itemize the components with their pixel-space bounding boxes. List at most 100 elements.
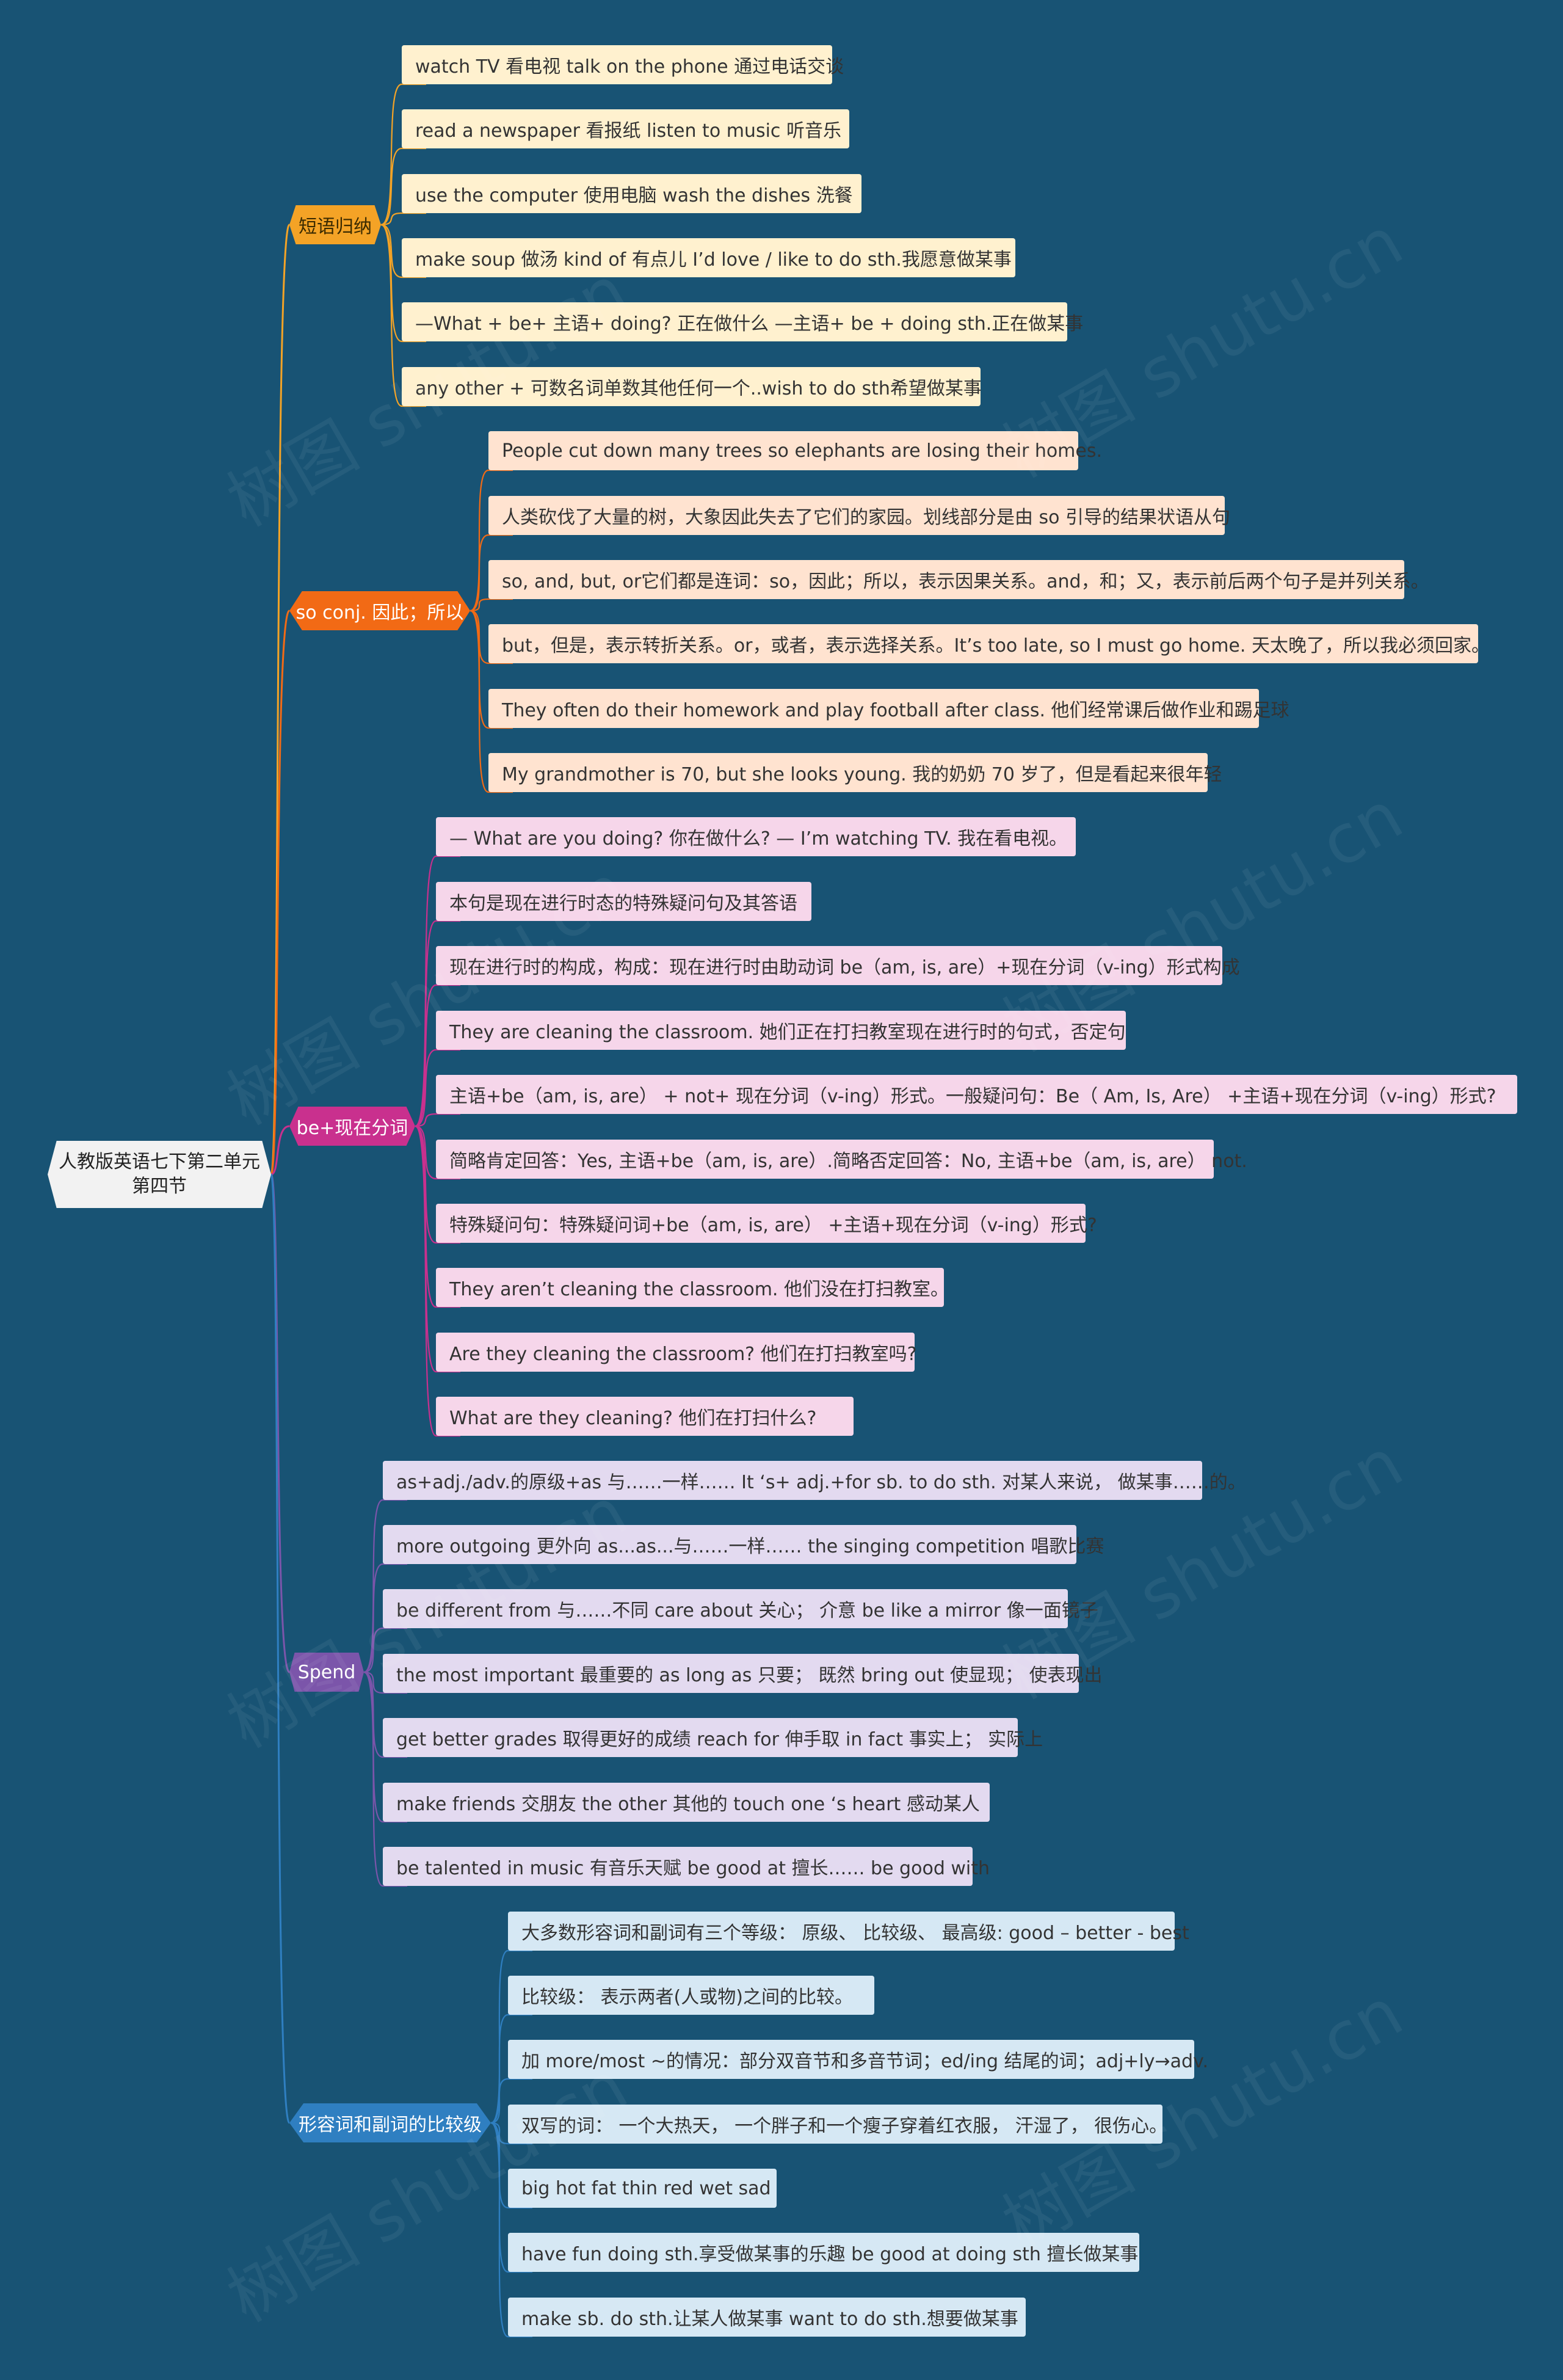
leaf-connector: [415, 1125, 460, 1437]
leaf-connector: [470, 598, 513, 612]
leaf-text: so, and, but, or它们都是连词：so，因此；所以，表示因果关系。a…: [502, 571, 1429, 592]
leaf-text: more outgoing 更外向 as...as...与……一样…… the …: [396, 1536, 1104, 1557]
leaf-node[interactable]: big hot fat thin red wet sad: [508, 2169, 777, 2208]
leaf-node[interactable]: but，但是，表示转折关系。or，或者，表示选择关系。It’s too late…: [488, 624, 1490, 663]
leaf-node[interactable]: as+adj./adv.的原级+as 与……一样…… It ‘s+ adj.+f…: [383, 1461, 1246, 1500]
leaf-node[interactable]: get better grades 取得更好的成绩 reach for 伸手取 …: [383, 1718, 1043, 1757]
leaf-connector: [380, 83, 426, 226]
leaf-text: They are cleaning the classroom. 她们正在打扫教…: [449, 1022, 1126, 1043]
leaf-node[interactable]: be different from 与……不同 care about 关心； 介…: [383, 1589, 1098, 1628]
leaf-connector: [363, 1563, 407, 1673]
root-title-line1: 人教版英语七下第二单元: [59, 1151, 260, 1173]
branch-node-2[interactable]: so conj. 因此；所以: [289, 591, 470, 630]
leaf-node[interactable]: 大多数形容词和副词有三个等级： 原级、 比较级、 最高级: good – bet…: [508, 1912, 1189, 1951]
leaf-node[interactable]: make soup 做汤 kind of 有点儿 I’d love / like…: [402, 238, 1015, 277]
leaf-text: They aren’t cleaning the classroom. 他们没在…: [449, 1279, 949, 1300]
leaf-text: 人类砍伐了大量的树，大象因此失去了它们的家园。划线部分是由 so 引导的结果状语…: [502, 507, 1231, 528]
leaf-node[interactable]: They aren’t cleaning the classroom. 他们没在…: [436, 1268, 949, 1307]
leaf-text: 比较级： 表示两者(人或物)之间的比较。: [521, 1987, 853, 2008]
leaf-text: be talented in music 有音乐天赋 be good at 擅长…: [396, 1858, 990, 1879]
branch-node-1[interactable]: 短语归纳: [289, 205, 381, 244]
leaf-node[interactable]: What are they cleaning? 他们在打扫什么?: [436, 1397, 854, 1436]
leaf-node[interactable]: any other + 可数名词单数其他任何一个..wish to do sth…: [402, 367, 982, 406]
leaf-node[interactable]: have fun doing sth.享受做某事的乐趣 be good at d…: [508, 2233, 1139, 2272]
leaf-node[interactable]: 比较级： 表示两者(人或物)之间的比较。: [508, 1976, 874, 2015]
leaf-node[interactable]: more outgoing 更外向 as...as...与……一样…… the …: [383, 1525, 1104, 1564]
leaf-connector: [380, 212, 426, 226]
branch-label: be+现在分词: [296, 1118, 408, 1139]
leaf-node[interactable]: 现在进行时的构成，构成：现在进行时由助动词 be（am, is, are）+现在…: [436, 946, 1240, 985]
leaf-node[interactable]: 加 more/most ~的情况：部分双音节和多音节词；ed/ing 结尾的词；…: [508, 2040, 1208, 2079]
leaf-connector: [415, 1113, 460, 1127]
leaf-node[interactable]: People cut down many trees so elephants …: [488, 431, 1102, 470]
leaf-text: 双写的词： 一个大热天， 一个胖子和一个瘦子穿着红衣服， 汗湿了， 很伤心。: [521, 2116, 1168, 2137]
leaf-text: People cut down many trees so elephants …: [502, 440, 1103, 462]
branch-label: 形容词和副词的比较级: [299, 2114, 482, 2136]
leaf-connector: [415, 920, 460, 1127]
leaf-connector: [490, 2078, 532, 2124]
leaf-node[interactable]: They are cleaning the classroom. 她们正在打扫教…: [436, 1011, 1126, 1050]
leaf-node[interactable]: They often do their homework and play fo…: [488, 689, 1289, 728]
leaf-node[interactable]: — What are you doing? 你在做什么? — I’m watch…: [436, 817, 1076, 856]
leaf-text: make soup 做汤 kind of 有点儿 I’d love / like…: [415, 249, 1012, 271]
leaf-node[interactable]: 人类砍伐了大量的树，大象因此失去了它们的家园。划线部分是由 so 引导的结果状语…: [488, 496, 1230, 535]
branch-node-5[interactable]: 形容词和副词的比较级: [289, 2103, 491, 2142]
leaf-connector: [363, 1627, 407, 1673]
leaf-connector: [363, 1671, 407, 1694]
leaf-text: any other + 可数名词单数其他任何一个..wish to do sth…: [415, 378, 982, 399]
leaf-connector: [380, 224, 426, 407]
leaf-node[interactable]: My grandmother is 70, but she looks youn…: [488, 753, 1222, 792]
root-title-line2: 第四节: [132, 1176, 187, 1197]
leaf-connector: [490, 1949, 532, 2124]
leaf-text: but，但是，表示转折关系。or，或者，表示选择关系。It’s too late…: [502, 635, 1490, 657]
leaf-text: 简略肯定回答：Yes, 主语+be（am, is, are）.简略否定回答：No…: [449, 1151, 1247, 1172]
leaf-node[interactable]: be talented in music 有音乐天赋 be good at 擅长…: [383, 1847, 990, 1886]
leaf-text: 加 more/most ~的情况：部分双音节和多音节词；ed/ing 结尾的词；…: [521, 2051, 1209, 2072]
leaf-text: big hot fat thin red wet sad: [521, 2177, 771, 2199]
branch-label: so conj. 因此；所以: [296, 602, 464, 624]
leaf-connector: [380, 147, 426, 226]
leaf-node[interactable]: Are they cleaning the classroom? 他们在打扫教室…: [436, 1333, 917, 1372]
branch-connector: [270, 1125, 290, 1176]
leaf-node[interactable]: watch TV 看电视 talk on the phone 通过电话交谈: [402, 45, 844, 84]
leaf-text: 本句是现在进行时态的特殊疑问句及其答语: [449, 893, 797, 914]
leaf-node[interactable]: 本句是现在进行时态的特殊疑问句及其答语: [436, 882, 811, 921]
branch-label: 短语归纳: [299, 216, 372, 238]
leaf-text: 主语+be（am, is, are） + not+ 现在分词（v-ing）形式。…: [449, 1086, 1496, 1107]
leaf-connector: [415, 1049, 460, 1127]
branch-connector: [270, 610, 291, 1176]
leaf-connector: [363, 1499, 407, 1673]
leaf-connector: [415, 984, 460, 1127]
leaf-node[interactable]: the most important 最重要的 as long as 只要； 既…: [383, 1654, 1103, 1693]
leaf-node[interactable]: 简略肯定回答：Yes, 主语+be（am, is, are）.简略否定回答：No…: [436, 1140, 1247, 1179]
leaf-connector: [470, 610, 513, 793]
leaf-node[interactable]: 双写的词： 一个大热天， 一个胖子和一个瘦子穿着红衣服， 汗湿了， 很伤心。: [508, 2105, 1167, 2144]
leaf-connector: [470, 534, 513, 612]
leaf-text: 现在进行时的构成，构成：现在进行时由助动词 be（am, is, are）+现在…: [449, 957, 1240, 978]
leaf-text: — What are you doing? 你在做什么? — I’m watch…: [449, 828, 1068, 850]
leaf-text: make sb. do sth.让某人做某事 want to do sth.想要…: [521, 2309, 1018, 2330]
leaf-connector: [363, 1671, 407, 1887]
leaf-text: get better grades 取得更好的成绩 reach for 伸手取 …: [396, 1729, 1043, 1750]
leaf-connector: [380, 224, 426, 278]
leaf-node[interactable]: so, and, but, or它们都是连词：so，因此；所以，表示因果关系。a…: [488, 560, 1429, 599]
leaf-node[interactable]: read a newspaper 看报纸 listen to music 听音乐: [402, 109, 849, 148]
branch-node-4[interactable]: Spend: [289, 1653, 364, 1692]
leaf-text: What are they cleaning? 他们在打扫什么?: [449, 1408, 817, 1429]
leaf-node[interactable]: 特殊疑问句：特殊疑问词+be（am, is, are） +主语+现在分词（v-i…: [436, 1204, 1097, 1243]
leaf-node[interactable]: make friends 交朋友 the other 其他的 touch one…: [383, 1783, 990, 1822]
leaf-text: have fun doing sth.享受做某事的乐趣 be good at d…: [521, 2244, 1139, 2265]
leaf-connector: [415, 1125, 460, 1180]
leaf-node[interactable]: make sb. do sth.让某人做某事 want to do sth.想要…: [508, 2298, 1026, 2337]
leaf-text: read a newspaper 看报纸 listen to music 听音乐: [415, 120, 841, 142]
branch-label: Spend: [297, 1661, 356, 1683]
leaf-node[interactable]: use the computer 使用电脑 wash the dishes 洗餐: [402, 174, 861, 213]
leaf-connector: [490, 2122, 532, 2338]
branch-node-3[interactable]: be+现在分词: [289, 1107, 415, 1146]
leaf-node[interactable]: —What + be+ 主语+ doing? 正在做什么 —主语+ be + d…: [402, 302, 1083, 341]
root-node[interactable]: 人教版英语七下第二单元 第四节: [48, 1141, 271, 1208]
leaf-text: Are they cleaning the classroom? 他们在打扫教室…: [449, 1344, 917, 1365]
leaf-node[interactable]: 主语+be（am, is, are） + not+ 现在分词（v-ing）形式。…: [436, 1075, 1517, 1114]
